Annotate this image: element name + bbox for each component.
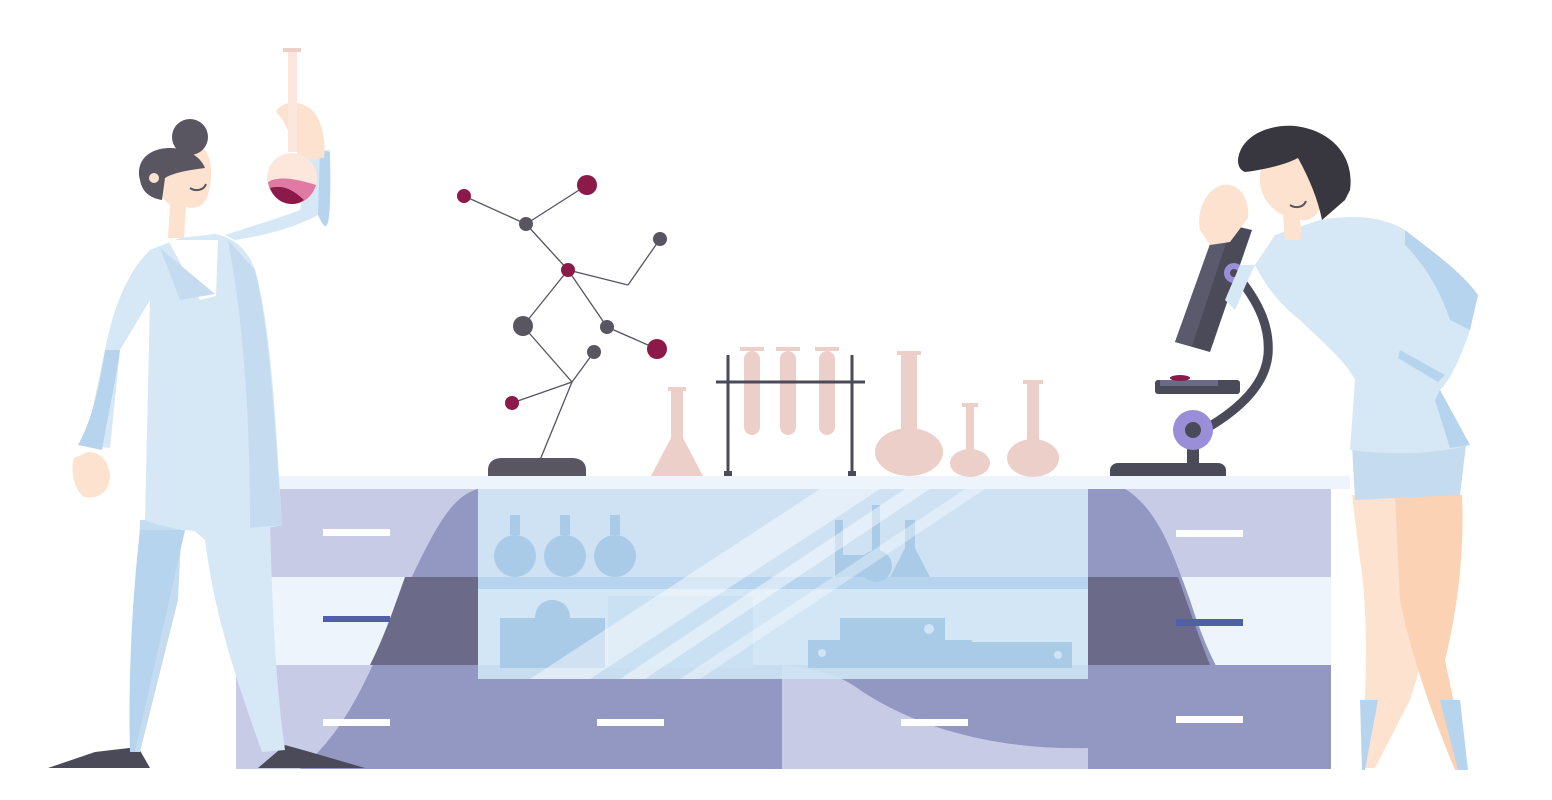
scientist-with-microscope	[1199, 125, 1478, 770]
scientist-with-flask	[48, 48, 365, 768]
molecule-model	[457, 175, 667, 476]
drawer-handles	[323, 529, 1243, 726]
lab-bench	[236, 476, 1350, 769]
glassware	[651, 347, 1059, 477]
microscope	[1110, 222, 1273, 476]
test-tube-rack	[716, 355, 865, 476]
